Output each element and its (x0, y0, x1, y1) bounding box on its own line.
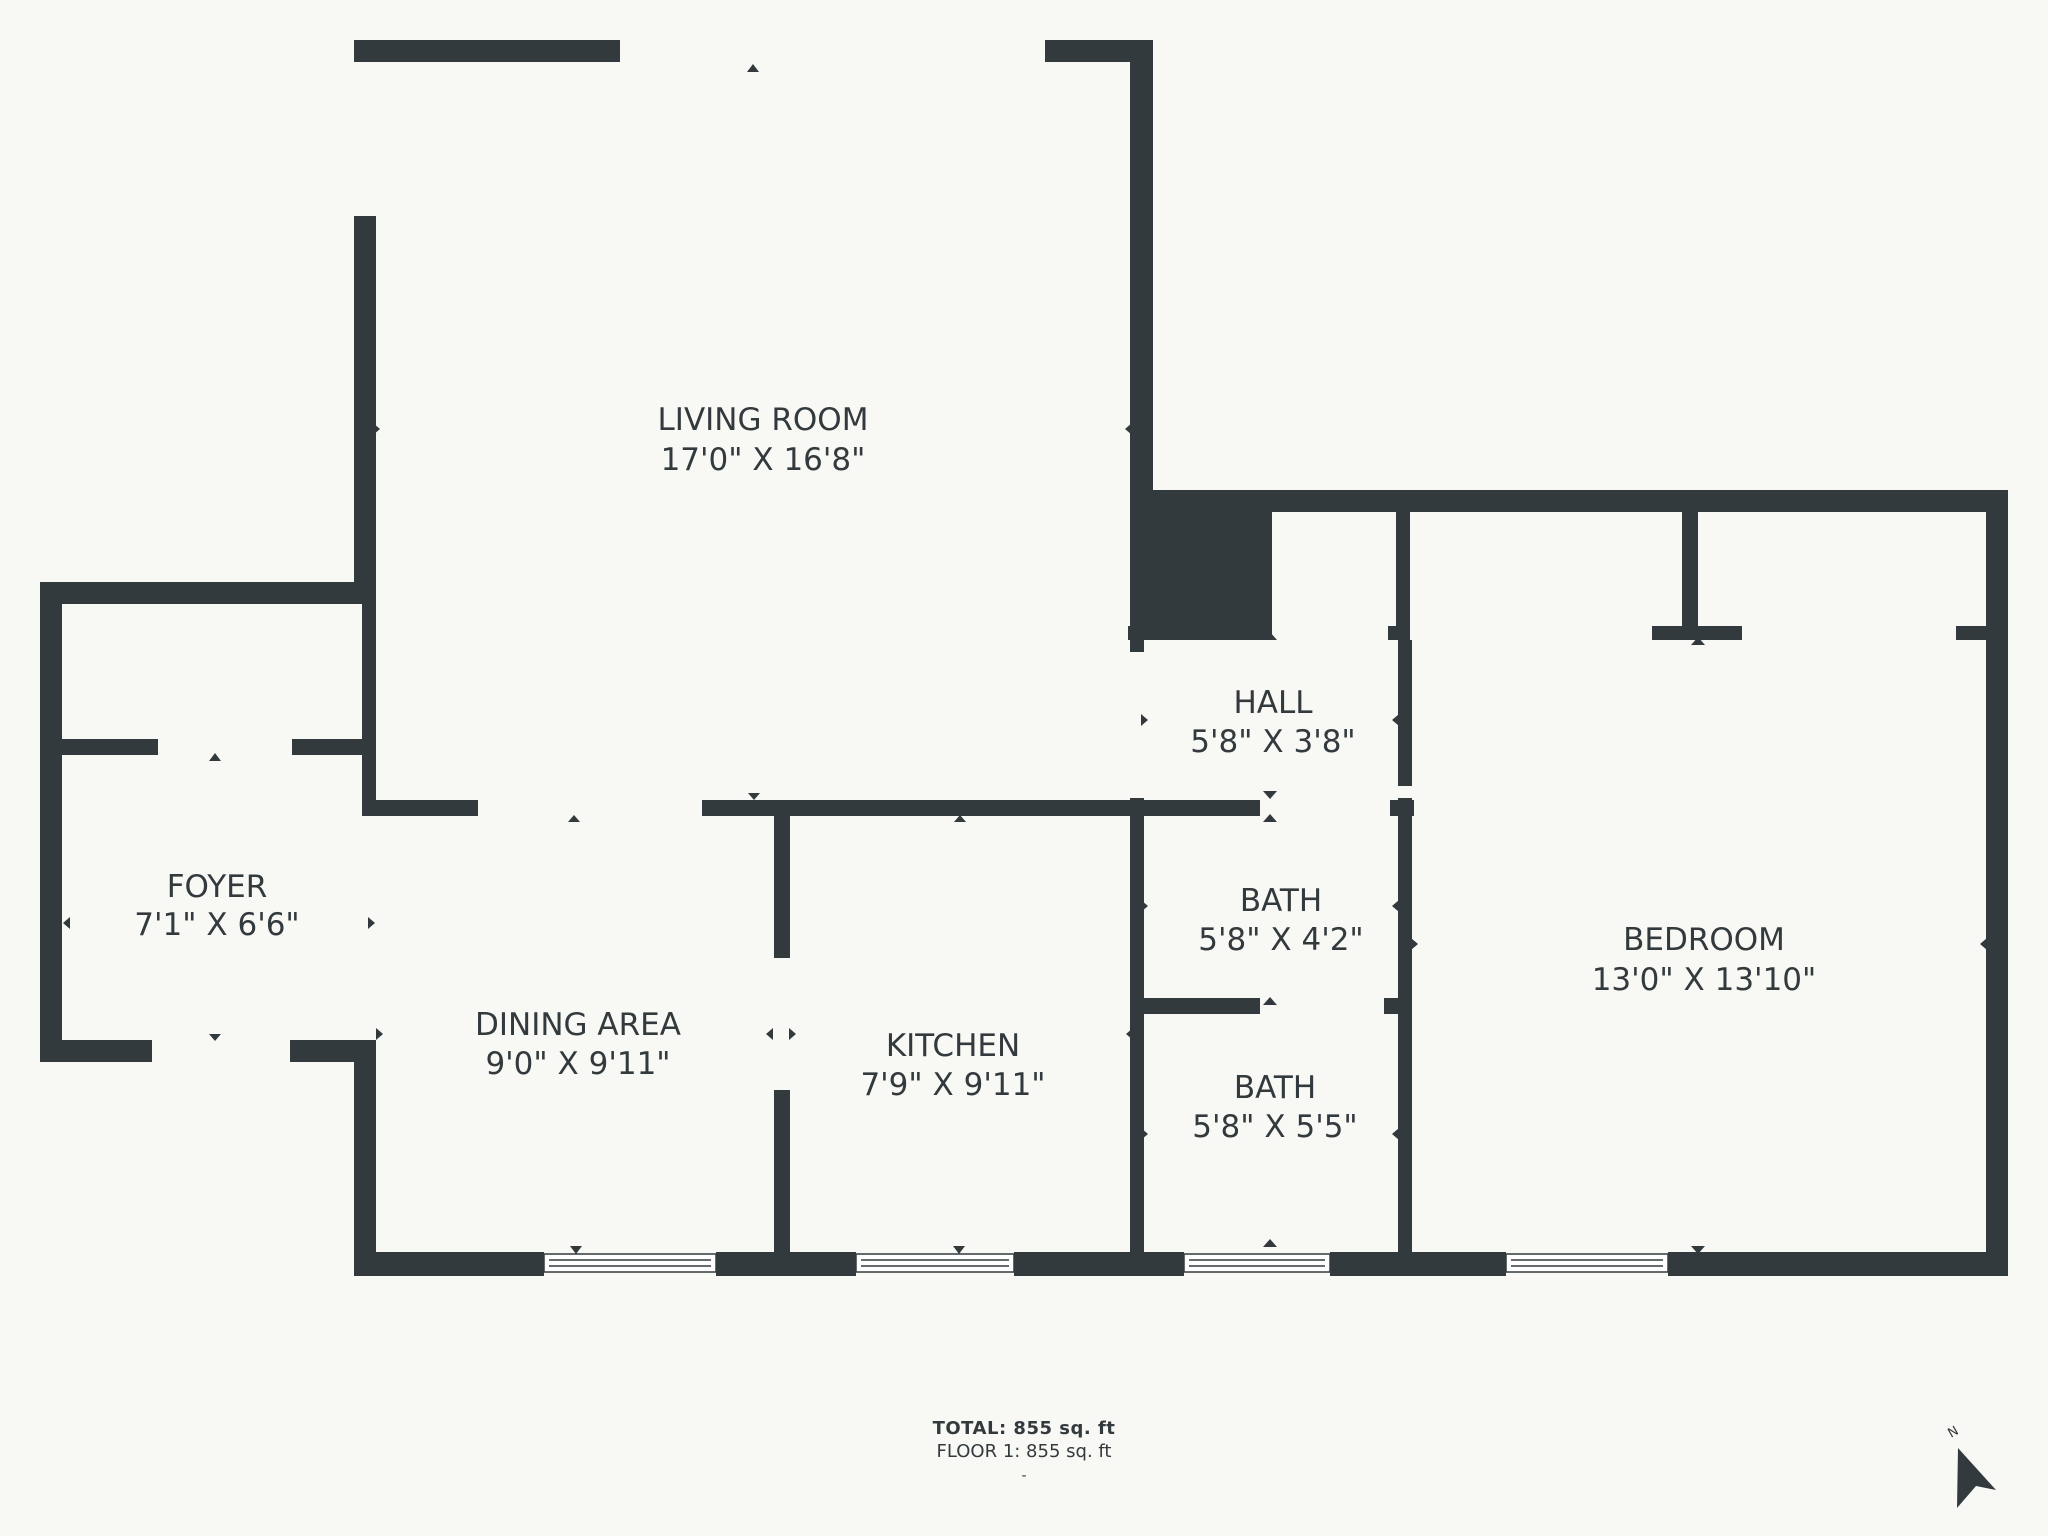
floor-area: FLOOR 1: 855 sq. ft (936, 1441, 1112, 1462)
door-markers (63, 64, 1987, 1254)
room-name-bedroom: BEDROOM (1623, 922, 1785, 958)
area-summary: TOTAL: 855 sq. ft FLOOR 1: 855 sq. ft - (0, 1418, 2048, 1484)
room-name-foyer: FOYER (167, 869, 268, 905)
room-name-kitchen: KITCHEN (886, 1028, 1020, 1064)
walls (40, 40, 2008, 1276)
room-name-living-room: LIVING ROOM (658, 402, 869, 438)
room-name-hall: HALL (1233, 685, 1313, 721)
room-dims-kitchen: 7'9" X 9'11" (860, 1067, 1045, 1103)
room-dims-bedroom: 13'0" X 13'10" (1592, 962, 1817, 998)
room-dims-dining-area: 9'0" X 9'11" (485, 1046, 670, 1082)
room-dims-hall: 5'8" X 3'8" (1190, 724, 1355, 760)
room-name-bath-2: BATH (1234, 1070, 1316, 1106)
room-dims-bath-2: 5'8" X 5'5" (1192, 1109, 1357, 1145)
windows (543, 1253, 1669, 1273)
room-name-dining-area: DINING AREA (475, 1007, 681, 1043)
room-dims-living-room: 17'0" X 16'8" (661, 442, 866, 478)
total-area: TOTAL: 855 sq. ft (932, 1418, 1116, 1439)
room-dims-foyer: 7'1" X 6'6" (134, 907, 299, 943)
room-name-bath-1: BATH (1240, 883, 1322, 919)
summary-note: - (1021, 1468, 1027, 1484)
room-dims-bath-1: 5'8" X 4'2" (1198, 922, 1363, 958)
